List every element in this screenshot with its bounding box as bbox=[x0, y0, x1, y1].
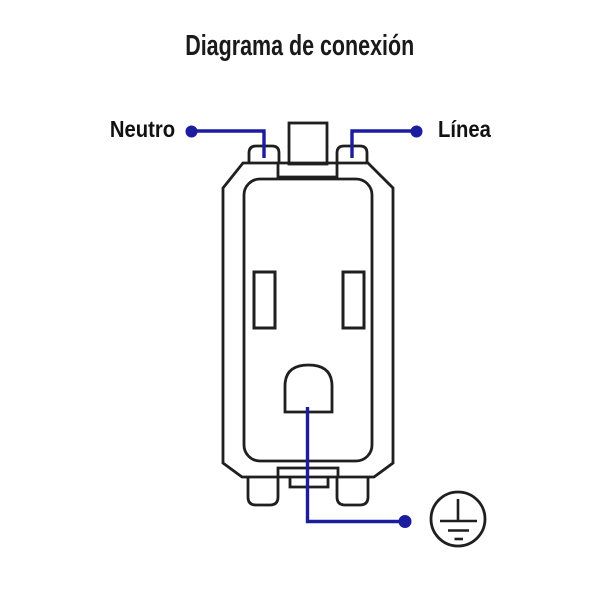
neutral-label-text: Neutro bbox=[109, 116, 175, 142]
mounting-tab-top bbox=[287, 121, 329, 166]
line-wire-dot bbox=[410, 125, 423, 138]
ground-wire-dot bbox=[398, 515, 412, 528]
screw-terminal-bottom-left bbox=[246, 477, 280, 507]
page-title: Diagrama de conexión bbox=[0, 32, 600, 61]
line-wire bbox=[350, 129, 417, 158]
ground-icon bbox=[429, 490, 487, 548]
wires bbox=[192, 129, 417, 524]
neutral-label: Neutro bbox=[101, 118, 175, 141]
page-title-text: Diagrama de conexión bbox=[185, 30, 415, 62]
top-notch bbox=[276, 164, 339, 179]
line-label: Línea bbox=[438, 118, 498, 141]
outlet-body-outline bbox=[221, 161, 395, 479]
ground-hole bbox=[283, 363, 334, 414]
neutral-slot bbox=[252, 270, 277, 330]
ground-icon-circle bbox=[429, 490, 487, 548]
neutral-wire bbox=[192, 129, 266, 158]
line-label-text: Línea bbox=[438, 116, 491, 142]
wire-dots bbox=[185, 125, 423, 528]
ground-wire bbox=[305, 407, 405, 524]
neutral-wire-dot bbox=[185, 125, 198, 138]
screw-terminal-bottom-right bbox=[335, 477, 370, 507]
line-slot bbox=[341, 270, 366, 330]
